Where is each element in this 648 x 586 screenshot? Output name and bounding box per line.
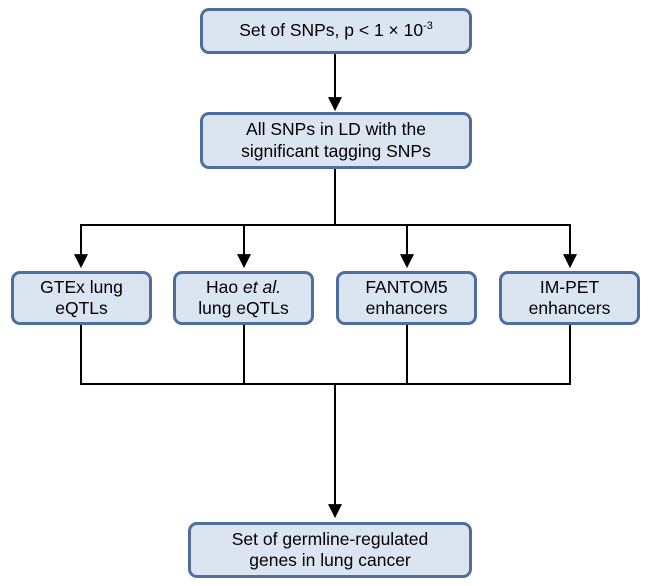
node-hao-eqtls: Hao et al. lung eQTLs xyxy=(173,271,314,325)
node-impet-line1: IM-PET xyxy=(539,276,600,297)
node-hao-line1: Hao et al. xyxy=(206,276,281,297)
et-al-italic: et al. xyxy=(243,276,281,297)
node-impet-line2: enhancers xyxy=(528,298,611,318)
node-ld-snps-line1: All SNPs in LD with the xyxy=(246,119,426,140)
node-gtex-line2: eQTLs xyxy=(55,298,108,318)
node-snp-set: Set of SNPs, p < 1 × 10-3 xyxy=(200,8,472,54)
node-result-line2: genes in lung cancer xyxy=(249,550,411,570)
node-ld-snps: All SNPs in LD with the significant tagg… xyxy=(200,112,472,169)
node-fantom5-enhancers: FANTOM5 enhancers xyxy=(336,271,477,325)
node-fantom5-line1: FANTOM5 xyxy=(365,276,448,297)
node-snp-set-label: Set of SNPs, p < 1 × 10-3 xyxy=(239,20,433,41)
node-gtex-line1: GTEx lung xyxy=(40,276,123,297)
node-hao-line2: lung eQTLs xyxy=(198,298,289,318)
node-result-line1: Set of germline-regulated xyxy=(231,528,429,549)
node-fantom5-line2: enhancers xyxy=(365,298,448,318)
node-gtex-eqtls: GTEx lung eQTLs xyxy=(11,271,152,325)
exponent: -3 xyxy=(423,20,433,33)
node-impet-enhancers: IM-PET enhancers xyxy=(499,271,640,325)
node-ld-snps-line2: significant tagging SNPs xyxy=(241,140,431,161)
node-germline-genes: Set of germline-regulated genes in lung … xyxy=(188,522,472,578)
